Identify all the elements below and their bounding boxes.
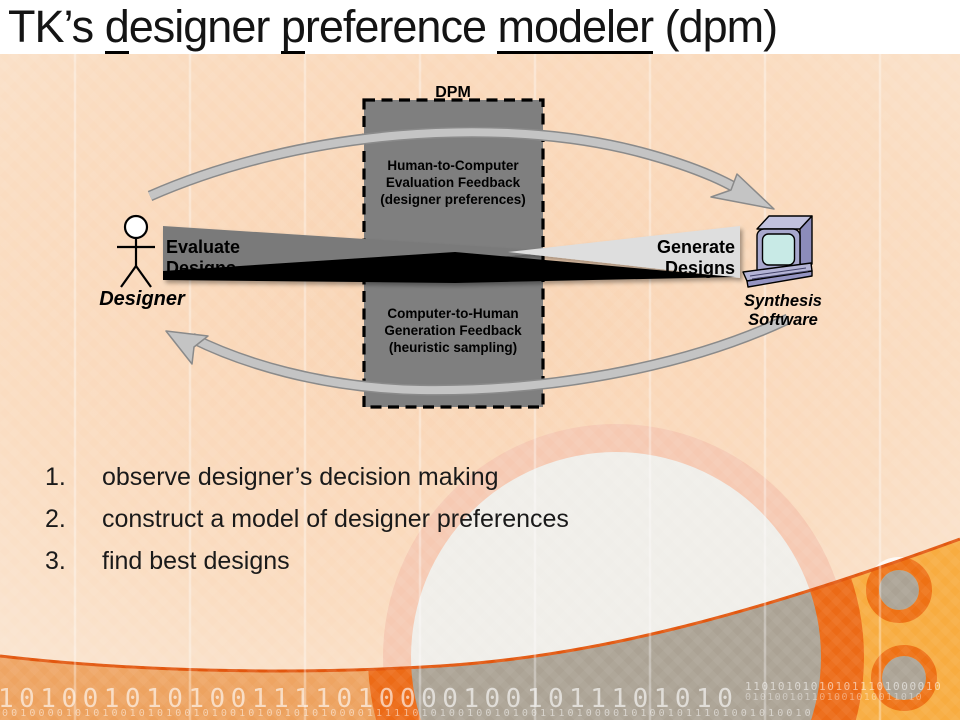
list-item-text: find best designs [102, 547, 290, 575]
binary-row-right-2: 010100101101001010011010 [745, 692, 924, 703]
ring1-center [879, 570, 919, 610]
list-item-number: 1. [45, 463, 66, 491]
synthesis-label-line2: Software [748, 311, 818, 329]
top-arrowhead [710, 173, 775, 210]
title-seg-underlined-d: d [104, 1, 130, 54]
bottom-arrowhead [165, 330, 209, 365]
title-seg-underlined-modeler: modeler [497, 1, 654, 54]
title-seg: reference [304, 1, 498, 52]
stick-figure-icon [117, 214, 155, 288]
monitor-screen [761, 233, 796, 266]
orange-swoosh-line [0, 537, 960, 673]
top-feedback-line3: (designer preferences) [380, 192, 526, 207]
list-item: 1. observe designer’s decision making [45, 456, 569, 498]
dpm-label: DPM [435, 84, 471, 101]
binary-row-right-1: 110101010101011101000010 [745, 680, 943, 693]
evaluate-label-line1: Evaluate [166, 237, 240, 257]
list-item-number: 2. [45, 505, 66, 533]
list-item-text: observe designer’s decision making [102, 463, 499, 491]
title-seg: esigner [128, 1, 281, 52]
exchange-wedge-black [163, 252, 735, 283]
list-item: 3. find best designs [45, 540, 569, 582]
computer-terminal-icon [742, 215, 813, 288]
generate-label-line2: Designs [665, 258, 735, 278]
bottom-feedback-arrow [165, 314, 791, 396]
keyboard-front [746, 270, 813, 288]
list-item-number: 3. [45, 547, 66, 575]
binary-row-small: 0010000101010010101001010010100101010000… [2, 708, 814, 719]
title-band [0, 0, 960, 54]
synthesis-label-line1: Synthesis [744, 292, 822, 310]
binary-row-large: 10100101010011110100001001011101010 [0, 684, 739, 714]
bottom-feedback-line1: Computer-to-Human [387, 306, 518, 321]
top-feedback-arrow [147, 126, 775, 210]
title-seg: TK’s [8, 1, 105, 52]
orange-ring-2 [871, 645, 937, 711]
designer-label: Designer [99, 288, 186, 310]
list-item-text: construct a model of designer preference… [102, 505, 569, 533]
bottom-feedback-line2: Generation Feedback [384, 323, 522, 338]
numbered-list: 1. observe designer’s decision making 2. c… [45, 456, 569, 582]
evaluate-label-line2: Designs [166, 258, 236, 278]
figure-head [123, 214, 149, 240]
title-seg: (dpm) [653, 1, 779, 52]
ring2-center [882, 656, 926, 700]
generate-wedge [508, 226, 740, 278]
orange-ring-1 [866, 557, 932, 623]
generate-label-line1: Generate [657, 237, 735, 257]
title-seg-underlined-p: p [280, 1, 306, 54]
slide-title: TK’s designer preference modeler (dpm) [8, 1, 779, 54]
bottom-feedback-line3: (heuristic sampling) [389, 340, 517, 355]
top-feedback-line2: Evaluation Feedback [386, 175, 521, 190]
top-feedback-line1: Human-to-Computer [387, 158, 519, 173]
list-item: 2. construct a model of designer preferen… [45, 498, 569, 540]
